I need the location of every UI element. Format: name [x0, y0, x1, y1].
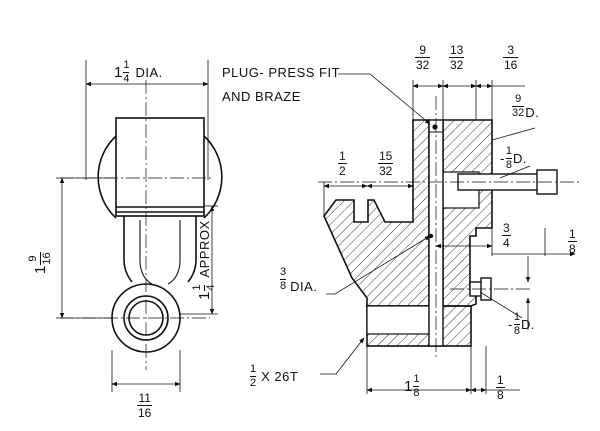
dim-1-8-right-den: 8: [569, 242, 576, 256]
hole-9-32-num: 9: [515, 93, 522, 105]
side-view-dimensions: [56, 60, 218, 392]
hole-1-8-a-suffix: D.: [512, 151, 527, 166]
side-view-centerlines: [60, 80, 212, 370]
approx-label: APPROX: [197, 220, 212, 278]
dim-3-8-suffix: DIA.: [290, 279, 318, 294]
hole-1-8-a-den: 8: [505, 159, 512, 171]
hole-1-8-b-den: 8: [513, 325, 520, 337]
dim-1-8-bottom-den: 8: [497, 388, 504, 402]
dim-3-4-num: 3: [503, 221, 510, 235]
hole-1-8-a-num: 1: [505, 145, 512, 157]
dim-13-32-num: 13: [450, 43, 464, 57]
top-dia-den: 4: [123, 73, 130, 85]
approx-height-num: 1: [191, 284, 203, 291]
dim-13-32-den: 32: [450, 58, 464, 72]
neck-outline: [123, 216, 197, 283]
dim-9-32-den: 32: [416, 58, 430, 72]
bottom-width-whole: 1: [404, 378, 413, 395]
left-height-whole: 1: [32, 265, 49, 274]
top-dia-label: DIA.: [135, 65, 163, 80]
approx-height-whole: 1: [196, 291, 213, 300]
dim-15-32-num: 15: [379, 149, 393, 163]
leaders: [320, 73, 536, 375]
dim-3-4-den: 4: [503, 236, 510, 250]
dim-3-8-num: 3: [280, 266, 287, 278]
dim-1-8-right-num: 1: [569, 227, 576, 241]
dim-1-8-bottom-num: 1: [497, 373, 504, 387]
dim-3-8-dia: 3 8 DIA.: [280, 266, 317, 293]
hole-1-8-b-suffix: D.: [520, 317, 535, 332]
bottom-bore: [366, 305, 430, 335]
left-height-num: 9: [27, 255, 39, 262]
hole-9-32-suffix: D.: [525, 105, 540, 120]
top-dia-num: 1: [123, 59, 130, 71]
thread-label: X 26T: [261, 369, 299, 384]
dim-3-16-num: 3: [507, 43, 515, 57]
hole-1-8-b-num: 1: [513, 311, 520, 323]
hole-9-32-dia: 9 32 D.: [512, 94, 539, 119]
section-dimensions: [323, 80, 576, 394]
section-body-hatch: [323, 119, 430, 307]
dim-11-16-den: 16: [138, 406, 152, 420]
dim-15-32-den: 32: [379, 164, 393, 178]
upper-block: [115, 117, 205, 217]
dim-3-8-den: 8: [280, 280, 287, 292]
bottom-width-den: 8: [413, 387, 420, 399]
section-centerlines: [318, 96, 580, 360]
thread-callout: 1 2 X 26T: [250, 364, 298, 389]
dim-1-2-den: 2: [339, 164, 346, 178]
approx-height-den: 4: [205, 284, 217, 291]
plug-label-line1: PLUG- PRESS FIT: [222, 65, 341, 80]
dim-3-16-den: 16: [504, 58, 518, 72]
dim-1-2-num: 1: [339, 149, 346, 163]
thread-den: 2: [250, 377, 257, 389]
plug-label-line2: AND BRAZE: [222, 89, 301, 104]
top-dia-whole: 1: [114, 64, 123, 81]
thread-num: 1: [250, 363, 257, 375]
dim-9-32-num: 9: [419, 43, 427, 57]
hole-9-32-den: 32: [512, 107, 525, 119]
left-height-den: 16: [41, 252, 53, 265]
dim-11-16-num: 11: [138, 391, 151, 405]
bottom-width-num: 1: [413, 373, 420, 385]
